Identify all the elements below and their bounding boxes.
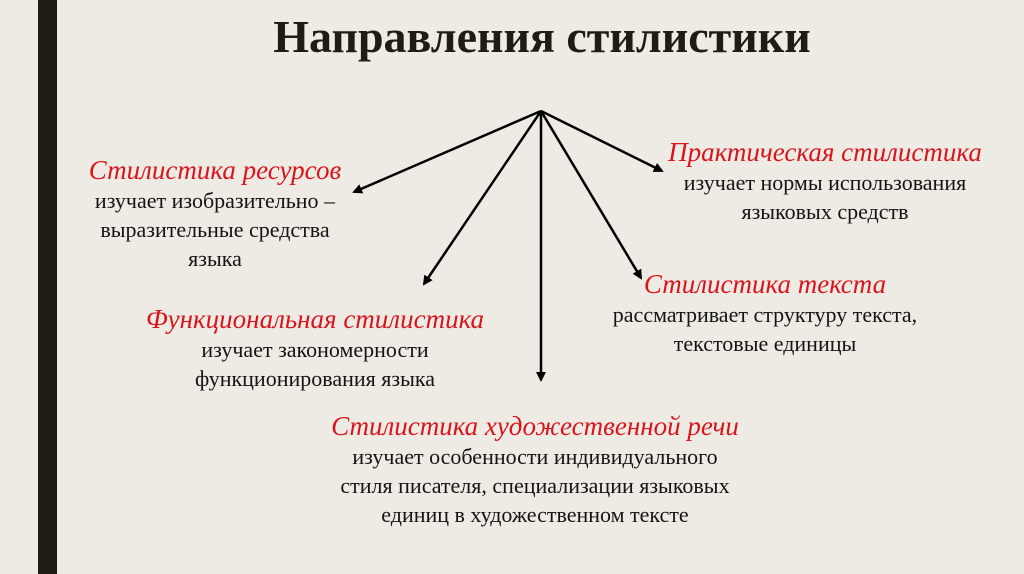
branch-line: языка: [188, 246, 242, 271]
branch-line: единиц в художественном тексте: [381, 502, 689, 527]
branch-heading: Функциональная стилистика: [145, 304, 485, 334]
branch-text: Стилистика текста рассматривает структур…: [590, 268, 940, 358]
branch-line: рассматривает структуру текста,: [612, 302, 918, 327]
branch-line: текстовые единицы: [673, 331, 857, 356]
branch-line: изучает изобразительно –: [94, 188, 336, 213]
branch-heading: Стилистика текста: [643, 269, 887, 299]
arrow-practical: [540, 109, 664, 173]
arrow-text: [539, 110, 643, 280]
branch-line: языковых средств: [741, 199, 909, 224]
accent-bar: [38, 0, 57, 574]
branch-heading: Стилистика художественной речи: [331, 411, 739, 441]
branch-artistic: Стилистика художественной речи изучает о…: [280, 410, 790, 529]
arrow-resources: [352, 109, 542, 194]
branch-line: выразительные средства: [100, 217, 330, 242]
branch-heading: Стилистика ресурсов: [88, 155, 342, 185]
branch-resources: Стилистика ресурсов изучает изобразитель…: [60, 154, 370, 273]
branch-line: изучает особенности индивидуального: [352, 444, 718, 469]
branch-functional: Функциональная стилистика изучает законо…: [110, 303, 520, 393]
arrow-functional: [422, 110, 543, 286]
branch-line: стиля писателя, специализации языковых: [340, 473, 730, 498]
branch-heading: Практическая стилистика: [668, 137, 982, 167]
branch-line: изучает нормы использования: [683, 170, 967, 195]
branch-line: функционирования языка: [194, 366, 435, 391]
branch-line: изучает закономерности: [201, 337, 429, 362]
page-title: Направления стилистики: [273, 11, 811, 62]
branch-practical: Практическая стилистика изучает нормы ис…: [640, 136, 1010, 226]
